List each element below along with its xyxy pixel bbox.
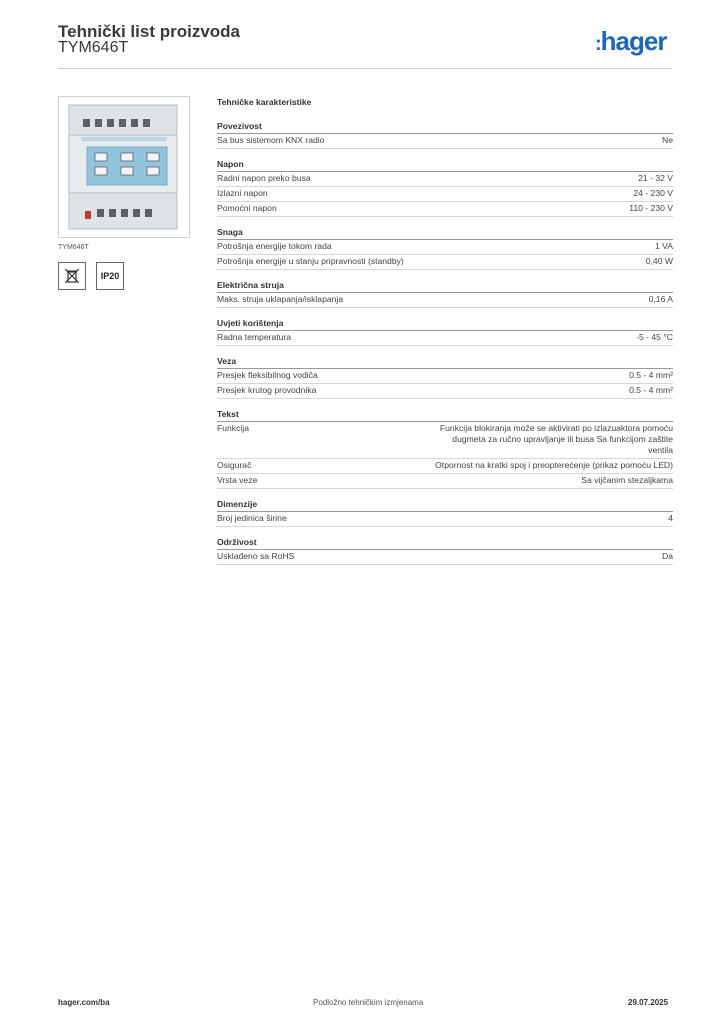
product-image (58, 96, 190, 238)
recycling-bin-crossed-icon (58, 262, 86, 290)
footer-website-link[interactable]: hager.com/ba (58, 998, 110, 1007)
product-image-caption: TYM646T (58, 244, 89, 251)
section-title: Tekst (217, 408, 673, 422)
section-title: Povezivost (217, 120, 673, 134)
specs-heading: Tehničke karakteristike (217, 97, 312, 107)
header-divider (58, 68, 672, 69)
section-title: Uvjeti korištenja (217, 317, 673, 331)
hager-logo: :hager (595, 26, 667, 56)
section-title: Električna struja (217, 279, 673, 293)
product-code: TYM646T (58, 39, 129, 56)
section-title: Dimenzije (217, 498, 673, 512)
technical-specifications: Tehničke karakteristike Povezivost Sa bu… (217, 96, 673, 565)
section-operating-conditions: Uvjeti korištenja Radna temperatura-5 - … (217, 317, 673, 346)
section-current: Električna struja Maks. struja uklapanja… (217, 279, 673, 308)
din-rail-actuator-illustration (68, 104, 178, 230)
section-title: Veza (217, 355, 673, 369)
spec-row: Radna temperatura-5 - 45 °C (217, 331, 673, 346)
section-title: Napon (217, 158, 673, 172)
spec-row: Potrošnja energije u stanju pripravnosti… (217, 255, 673, 270)
document-title: Tehnički list proizvoda (58, 22, 240, 41)
section-title: Snaga (217, 226, 673, 240)
footer-note: Podložno tehničkim izmjenama (313, 998, 424, 1007)
ip-rating-badge: IP20 (96, 262, 124, 290)
footer-date: 29.07.2025 (628, 998, 669, 1007)
section-title: Održivost (217, 536, 673, 550)
